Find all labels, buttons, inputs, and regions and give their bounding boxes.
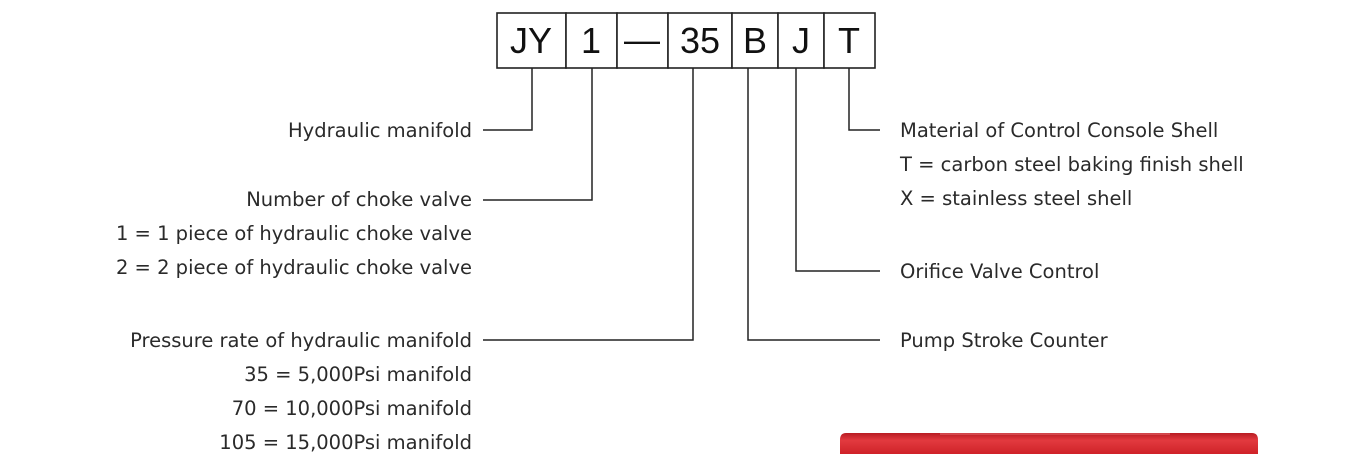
leader-orifice-valve — [795, 68, 880, 272]
shell-option-t: T = carbon steel baking finish shell — [899, 153, 1244, 176]
code-text-orifice: J — [792, 20, 810, 61]
code-text-shell: T — [838, 20, 860, 61]
label-hydraulic-manifold: Hydraulic manifold — [288, 119, 472, 142]
choke-option-1: 1 = 1 piece of hydraulic choke valve — [116, 222, 472, 245]
code-text-dash: — — [624, 19, 660, 60]
choke-option-2: 2 = 2 piece of hydraulic choke valve — [116, 256, 472, 279]
code-text-choke: 1 — [581, 20, 601, 61]
label-choke-valve: Number of choke valve — [246, 188, 472, 211]
right-labels: Material of Control Console Shell T = ca… — [899, 119, 1244, 352]
code-text-counter: B — [743, 20, 767, 61]
pressure-option-35: 35 = 5,000Psi manifold — [244, 363, 472, 386]
pressure-option-70: 70 = 10,000Psi manifold — [232, 397, 472, 420]
pressure-option-105: 105 = 15,000Psi manifold — [219, 431, 472, 454]
shell-option-x: X = stainless steel shell — [900, 187, 1132, 210]
leader-lines — [483, 68, 880, 341]
label-pressure-rate: Pressure rate of hydraulic manifold — [130, 329, 472, 352]
leader-shell-material — [848, 68, 880, 131]
code-box-dash — [616, 12, 669, 69]
label-shell-material: Material of Control Console Shell — [900, 119, 1218, 142]
leader-hydraulic-manifold — [483, 68, 533, 131]
label-pump-counter: Pump Stroke Counter — [900, 329, 1109, 352]
model-code-boxes: JY 1 — 35 B J T — [496, 12, 876, 69]
code-text-pressure: 35 — [680, 20, 720, 61]
leader-pressure-rate — [483, 68, 694, 341]
code-text-series: JY — [510, 20, 552, 61]
leader-pump-counter — [747, 68, 880, 341]
code-box-counter — [731, 12, 779, 69]
code-box-choke — [565, 12, 618, 69]
left-labels: Hydraulic manifold Number of choke valve… — [116, 119, 472, 454]
leader-choke-valve — [483, 68, 593, 201]
label-orifice-valve: Orifice Valve Control — [900, 260, 1099, 283]
red-console-panel — [840, 433, 1258, 454]
code-box-orifice — [777, 12, 825, 69]
code-box-series — [496, 12, 567, 69]
